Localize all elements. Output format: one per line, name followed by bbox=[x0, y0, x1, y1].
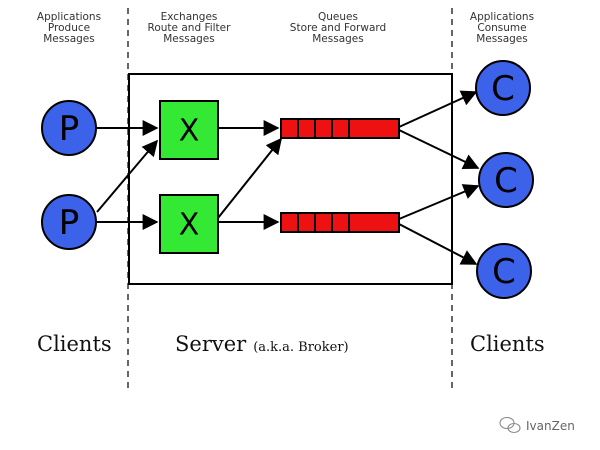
server-box bbox=[128, 73, 453, 285]
arrow-p2-x1 bbox=[96, 139, 159, 213]
arrow-q1-c2 bbox=[398, 129, 480, 169]
svg-text:Queues: Queues bbox=[318, 11, 358, 23]
svg-text:Produce: Produce bbox=[48, 22, 90, 34]
consumer-circle bbox=[475, 60, 531, 116]
producer-circle bbox=[41, 100, 97, 156]
svg-text:Applications: Applications bbox=[37, 11, 101, 23]
arrow-q2-c3 bbox=[398, 223, 478, 265]
queue-2 bbox=[280, 212, 400, 233]
header-exchanges: Exchanges Route and Filter Messages bbox=[148, 11, 232, 45]
watermark: IvanZen bbox=[499, 416, 575, 434]
svg-text:Applications: Applications bbox=[470, 11, 534, 23]
exchange-letter: X bbox=[179, 208, 200, 243]
consumer-letter: C bbox=[494, 161, 518, 201]
consumer-letter: C bbox=[492, 252, 516, 292]
clients-right-label: Clients bbox=[470, 332, 545, 356]
queue-body bbox=[280, 118, 400, 139]
exchange-letter: X bbox=[179, 114, 200, 149]
consumer-node-2: C bbox=[478, 152, 534, 208]
header-producers: Applications Produce Messages bbox=[37, 11, 101, 45]
svg-text:Store and Forward: Store and Forward bbox=[290, 22, 386, 34]
exchange-node-2: X bbox=[159, 194, 219, 254]
exchange-box bbox=[159, 194, 219, 254]
arrow-x2-q1 bbox=[217, 137, 282, 219]
queue-1 bbox=[280, 118, 400, 139]
clients-left-label: Clients bbox=[37, 332, 112, 356]
wechat-icon bbox=[499, 416, 521, 434]
header-queues: Queues Store and Forward Messages bbox=[290, 11, 386, 45]
producer-circle bbox=[41, 194, 97, 250]
producer-node-1: P bbox=[41, 100, 97, 156]
exchange-node-1: X bbox=[159, 100, 219, 160]
svg-text:Messages: Messages bbox=[163, 33, 215, 45]
producer-node-2: P bbox=[41, 194, 97, 250]
consumer-circle bbox=[476, 243, 532, 299]
consumer-letter: C bbox=[491, 69, 515, 109]
svg-text:Route and Filter: Route and Filter bbox=[148, 22, 232, 34]
svg-text:Messages: Messages bbox=[312, 33, 364, 45]
arrow-q2-c2 bbox=[398, 184, 480, 220]
watermark-text: IvanZen bbox=[526, 419, 575, 433]
server-label: Server(a.k.a. Broker) bbox=[175, 332, 349, 356]
svg-text:Messages: Messages bbox=[476, 33, 528, 45]
producer-letter: P bbox=[59, 109, 80, 149]
exchange-box bbox=[159, 100, 219, 160]
arrow-q1-c1 bbox=[398, 90, 478, 128]
svg-text:Exchanges: Exchanges bbox=[161, 11, 218, 23]
queue-body bbox=[280, 212, 400, 233]
consumer-node-3: C bbox=[476, 243, 532, 299]
consumer-node-1: C bbox=[475, 60, 531, 116]
arrows bbox=[96, 90, 480, 265]
svg-text:Messages: Messages bbox=[43, 33, 95, 45]
consumer-circle bbox=[478, 152, 534, 208]
svg-text:Consume: Consume bbox=[477, 22, 526, 34]
producer-letter: P bbox=[59, 203, 80, 243]
header-consumers: Applications Consume Messages bbox=[470, 11, 534, 45]
